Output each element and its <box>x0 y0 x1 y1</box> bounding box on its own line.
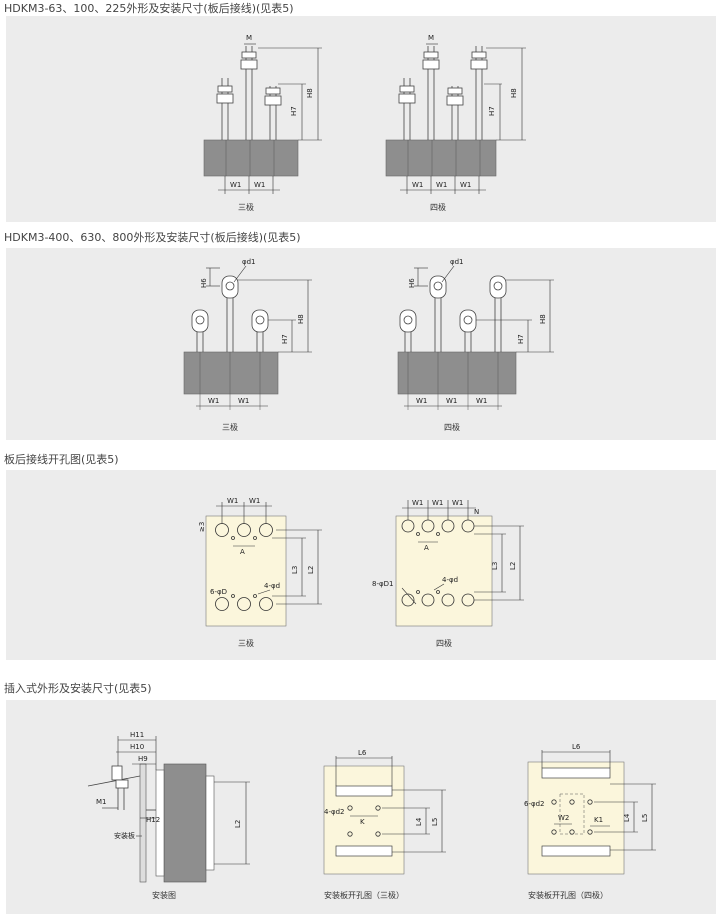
label-N-cut4: N <box>474 508 479 516</box>
panel-large-frame: φd1 H6 H7 H8 W1 W1 三极 φd1 H6 H7 H8 W1 W1… <box>6 248 716 440</box>
label-d1-4p: φd1 <box>450 258 464 266</box>
label-L2-plugin: L2 <box>234 820 242 828</box>
plugin-studs <box>87 765 156 811</box>
caption-3pole-1: 三极 <box>238 202 254 212</box>
label-n23-cut3: ≥3 <box>198 522 206 532</box>
label-W1-3p-large-a: W1 <box>208 397 219 405</box>
label-d2a: 4-φd2 <box>324 808 345 816</box>
label-W2: W2 <box>558 814 569 822</box>
plugin-holes-4p <box>551 799 593 835</box>
drawing-small-frame: M H7 H8 W1 W1 三极 M H7 H8 W1 W1 W1 四极 <box>203 34 526 212</box>
breaker-body-4p-large <box>397 351 517 395</box>
label-L2-cut3: L2 <box>307 566 315 574</box>
label-L3-cut4: L3 <box>491 562 499 570</box>
label-W1-4p-a: W1 <box>412 181 423 189</box>
label-W1-4p-large-c: W1 <box>476 397 487 405</box>
label-H7-4p-large: H7 <box>517 334 525 344</box>
label-L5-3p: L5 <box>431 818 439 826</box>
label-L4-4p: L4 <box>623 813 631 822</box>
label-d2b: 6-φd2 <box>524 800 545 808</box>
plugin-holes-3p <box>347 805 381 837</box>
label-A-cut3: A <box>240 548 245 556</box>
drawing-large-frame: φd1 H6 H7 H8 W1 W1 三极 φd1 H6 H7 H8 W1 W1… <box>183 258 554 432</box>
label-W1-3p-a: W1 <box>230 181 241 189</box>
stud-terminals-3p <box>216 46 282 140</box>
label-H6-4p: H6 <box>408 278 416 288</box>
label-H7-4p: H7 <box>488 106 496 116</box>
label-W1-4p-b: W1 <box>436 181 447 189</box>
caption-3pole-2: 三极 <box>222 422 238 432</box>
label-M-4p: M <box>428 34 434 42</box>
caption-4pole-2: 四极 <box>444 422 460 432</box>
label-A-cut4: A <box>424 544 429 552</box>
plugin-plate-4p <box>527 761 625 875</box>
panel-small-frame: M H7 H8 W1 W1 三极 M H7 H8 W1 W1 W1 四极 <box>6 16 716 222</box>
label-W1-3p-large-b: W1 <box>238 397 249 405</box>
label-L3-cut3: L3 <box>291 566 299 574</box>
plugin-breaker-body <box>163 763 207 883</box>
label-H10: H10 <box>130 743 144 751</box>
label-W1-3p-b: W1 <box>254 181 265 189</box>
section-title-1: HDKM3-63、100、225外形及安装尺寸(板后接线)(见表5) <box>4 2 294 15</box>
label-W1-cut3-b: W1 <box>249 497 260 505</box>
label-H12: H12 <box>146 816 160 824</box>
label-L5-4p: L5 <box>641 814 649 822</box>
cutout-plate-4p <box>395 515 493 627</box>
cutout-holes-3p <box>215 523 273 611</box>
caption-install: 安装图 <box>152 890 176 900</box>
breaker-body-3p <box>203 139 299 177</box>
label-d4-cut4: 4-φd <box>442 576 458 584</box>
label-D1-cut4: 8-φD1 <box>372 580 393 588</box>
label-W1-4p-large-a: W1 <box>416 397 427 405</box>
label-K-3p: K <box>360 818 365 826</box>
label-L4-3p: L4 <box>415 817 423 826</box>
label-L6-3p: L6 <box>358 749 367 757</box>
label-H7-3p: H7 <box>290 106 298 116</box>
label-M-3p: M <box>246 34 252 42</box>
label-W1-cut4-b: W1 <box>432 499 443 507</box>
section-title-3: 板后接线开孔图(见表5) <box>4 453 119 466</box>
label-H7-3p-large: H7 <box>281 334 289 344</box>
label-H8-3p-large: H8 <box>297 314 305 324</box>
section-title-4: 插入式外形及安装尺寸(见表5) <box>4 682 152 695</box>
label-d4-cut3: 4-φd <box>264 582 280 590</box>
panel-plugin: H11 H10 H9 M1 H12 安装板 L2 安装图 L6 K 4-φd2 … <box>6 700 716 914</box>
label-H6-3p: H6 <box>200 278 208 288</box>
label-W1-cut3-a: W1 <box>227 497 238 505</box>
caption-4pole-1: 四极 <box>430 202 446 212</box>
label-H9: H9 <box>138 755 148 763</box>
drawing-cutout: W1 W1 A ≥3 L3 L2 6-φD 4-φd 三极 W1 W1 W1 N… <box>198 497 524 648</box>
label-plate: 安装板 <box>114 831 135 840</box>
label-H8-4p: H8 <box>510 88 518 98</box>
cutout-holes-4p <box>401 519 475 607</box>
label-H11: H11 <box>130 731 144 739</box>
label-D-cut3: 6-φD <box>210 588 227 596</box>
caption-4pole-3: 四极 <box>436 638 452 648</box>
label-L2-cut4: L2 <box>509 562 517 570</box>
label-W1-4p-c: W1 <box>460 181 471 189</box>
label-H8-4p-large: H8 <box>539 314 547 324</box>
caption-plugin-3p: 安装板开孔图（三极） <box>324 890 404 900</box>
label-W1-cut4-a: W1 <box>412 499 423 507</box>
panel-cutout: W1 W1 A ≥3 L3 L2 6-φD 4-φd 三极 W1 W1 W1 N… <box>6 470 716 660</box>
label-W1-4p-large-b: W1 <box>446 397 457 405</box>
breaker-body-3p-large <box>183 351 279 395</box>
label-M1: M1 <box>96 798 107 806</box>
bus-terminals-4p <box>399 275 507 352</box>
label-L6-4p: L6 <box>572 743 581 751</box>
label-K1: K1 <box>594 816 603 824</box>
section-title-2: HDKM3-400、630、800外形及安装尺寸(板后接线)(见表5) <box>4 231 301 244</box>
caption-plugin-4p: 安装板开孔图（四极） <box>528 890 608 900</box>
caption-3pole-3: 三极 <box>238 638 254 648</box>
drawing-plugin: H11 H10 H9 M1 H12 安装板 L2 安装图 L6 K 4-φd2 … <box>87 731 656 900</box>
label-W1-cut4-c: W1 <box>452 499 463 507</box>
breaker-body-4p <box>385 139 497 177</box>
label-d1-3p: φd1 <box>242 258 256 266</box>
stud-terminals-4p <box>398 46 488 140</box>
label-H8-3p: H8 <box>306 88 314 98</box>
